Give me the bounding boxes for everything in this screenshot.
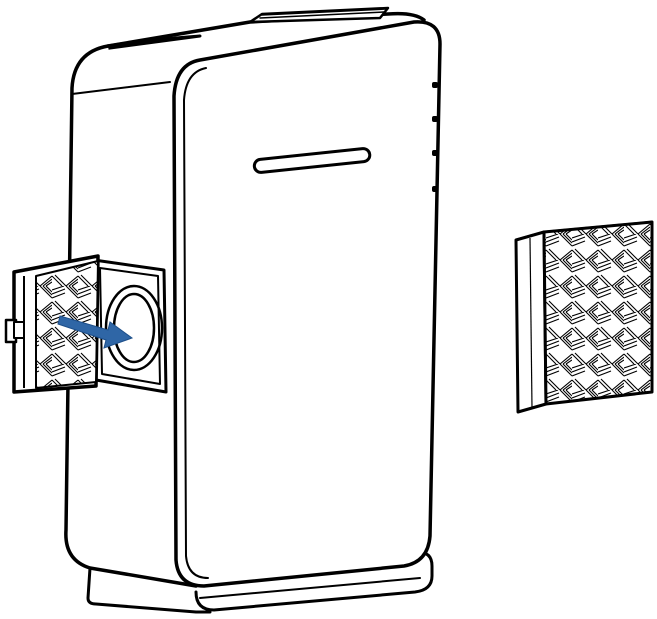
insert-arrow-icon [57, 315, 134, 349]
side-filter-housing [92, 258, 168, 394]
side-filter-door-icon [4, 254, 100, 394]
top-air-outlet [248, 6, 390, 24]
front-handle-slot [252, 147, 372, 174]
filter-cartridge-icon [514, 220, 654, 414]
purifier-front-panel [172, 20, 442, 588]
side-control-buttons [432, 82, 438, 192]
